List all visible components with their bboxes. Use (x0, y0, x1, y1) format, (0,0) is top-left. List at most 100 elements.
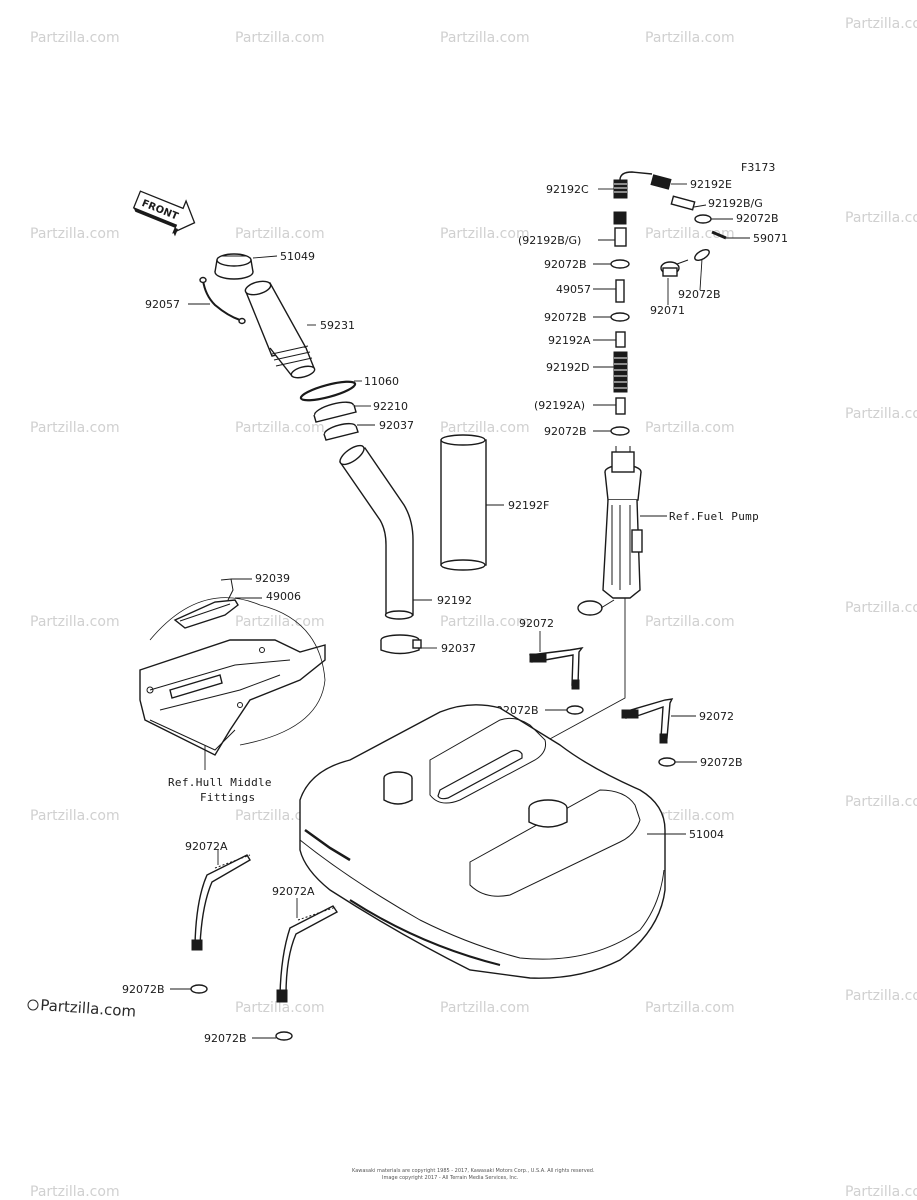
front-arrow-icon: FRONT (132, 190, 196, 237)
watermark: Partzilla.com (645, 614, 735, 630)
clip-part (610, 259, 630, 269)
strap-bracket-part (621, 698, 674, 744)
part-label-92072b-bottom-1: 92072B (122, 983, 165, 996)
small-hose-part (614, 227, 627, 247)
ref-hull-middle-label: Ref.Hull Middle (168, 776, 272, 789)
part-label-92072-right: 92072 (699, 710, 734, 723)
bent-filler-hose-part (338, 444, 414, 620)
hose-92192f-part (440, 434, 487, 571)
watermark: Partzilla.com (845, 16, 917, 32)
hose-clamp-part (380, 634, 422, 655)
part-label-92210: 92210 (373, 400, 408, 413)
clip-part (190, 984, 208, 994)
check-valve-cap-part (660, 259, 689, 277)
part-label-49006: 49006 (266, 590, 301, 603)
filler-neck-part (244, 280, 316, 379)
watermark: Partzilla.com (235, 1000, 325, 1016)
fuel-tank-part (299, 704, 666, 979)
part-label-51049: 51049 (280, 250, 315, 263)
watermark: Partzilla.com (845, 210, 917, 226)
watermark: Partzilla.com (440, 1000, 530, 1016)
small-hose-part (615, 331, 626, 348)
watermark: Partzilla.com (645, 1000, 735, 1016)
part-label-92072b-left-2: 92072B (544, 311, 587, 324)
filler-cap-part (214, 253, 254, 280)
watermark: Partzilla.com (845, 988, 917, 1004)
part-label-49057: 49057 (556, 283, 591, 296)
spring-hose-part (613, 179, 628, 199)
clip-part (275, 1031, 293, 1041)
watermark: Partzilla.com (30, 420, 120, 436)
part-label-59071: 59071 (753, 232, 788, 245)
part-label-92072b-right-1: 92072B (736, 212, 779, 225)
part-label-92039: 92039 (255, 572, 290, 585)
watermark: Partzilla.com (235, 420, 325, 436)
watermark: Partzilla.com (30, 226, 120, 242)
hose-clamp-part (323, 422, 359, 441)
watermark: Partzilla.com (845, 1184, 917, 1200)
watermark: Partzilla.com (845, 794, 917, 810)
part-label-92072b-right-2: 92072B (678, 288, 721, 301)
clip-part (694, 214, 712, 224)
clip-part (694, 249, 710, 261)
copyright-line-1: Kawasaki materials are copyright 1985 - … (352, 1168, 595, 1174)
watermark: Partzilla.com (440, 226, 530, 242)
watermark: Partzilla.com (235, 614, 325, 630)
watermark: Partzilla.com (645, 226, 735, 242)
nut-part (313, 401, 357, 423)
part-label-92037-upper: 92037 (379, 419, 414, 432)
watermark: Partzilla.com (235, 30, 325, 46)
part-label-92072a-2: 92072A (272, 885, 315, 898)
watermark: Partzilla.com (645, 420, 735, 436)
small-hose-part (670, 195, 696, 211)
part-label-92037-lower: 92037 (441, 642, 476, 655)
tether-part (202, 279, 241, 321)
ref-fuel-pump-label: Ref.Fuel Pump (669, 510, 759, 523)
copyright-icon (27, 999, 39, 1011)
part-label-92192f: 92192F (508, 499, 549, 512)
part-label-92072a-1: 92072A (185, 840, 228, 853)
partzilla-watermark: Partzilla.com (40, 996, 137, 1021)
watermark: Partzilla.com (30, 1184, 120, 1200)
watermark-grid: Partzilla.com Partzilla.com Partzilla.co… (27, 16, 917, 1200)
watermark: Partzilla.com (30, 614, 120, 630)
part-label-92072b-bottom-2: 92072B (204, 1032, 247, 1045)
leader-line (693, 204, 707, 208)
part-label-92072b-left-3: 92072B (544, 425, 587, 438)
part-label-11060: 11060 (364, 375, 399, 388)
part-label-92072b-left-1: 92072B (544, 258, 587, 271)
watermark: Partzilla.com (845, 600, 917, 616)
watermark: Partzilla.com (440, 614, 530, 630)
watermark: Partzilla.com (845, 406, 917, 422)
watermark: Partzilla.com (440, 420, 530, 436)
clip-part (610, 426, 630, 436)
spring-hose-part (613, 211, 627, 225)
part-label-92072-left: 92072 (519, 617, 554, 630)
vent-tube-part (619, 171, 653, 181)
part-label-92192d: 92192D (546, 361, 589, 374)
connector-part (711, 230, 727, 240)
part-label-92192a: 92192A (548, 334, 591, 347)
part-label-92192c: 92192C (546, 183, 589, 196)
small-hose-part (615, 397, 626, 415)
clip-part (610, 312, 630, 322)
figure-code: F3173 (741, 161, 775, 174)
watermark: Partzilla.com (30, 30, 120, 46)
watermark: Partzilla.com (235, 226, 325, 242)
clip-part (658, 757, 676, 767)
part-label-92192a-paren: (92192A) (534, 399, 585, 412)
fuel-pump-part (577, 446, 643, 616)
watermark: Partzilla.com (30, 808, 120, 824)
watermark: Partzilla.com (645, 808, 735, 824)
part-label-92192bg-paren: (92192B/G) (518, 234, 581, 247)
strap-bracket-part (529, 647, 584, 690)
spring-hose-92192e-part (650, 174, 672, 190)
part-label-92192e: 92192E (690, 178, 732, 191)
o-ring-part (299, 380, 357, 402)
leader-line (252, 255, 278, 259)
watermark: Partzilla.com (645, 30, 735, 46)
copyright-line-2: Image copyright 2017 - All Terrain Media… (382, 1175, 519, 1181)
part-label-92192bg: 92192B/G (708, 197, 763, 210)
part-label-59231: 59231 (320, 319, 355, 332)
